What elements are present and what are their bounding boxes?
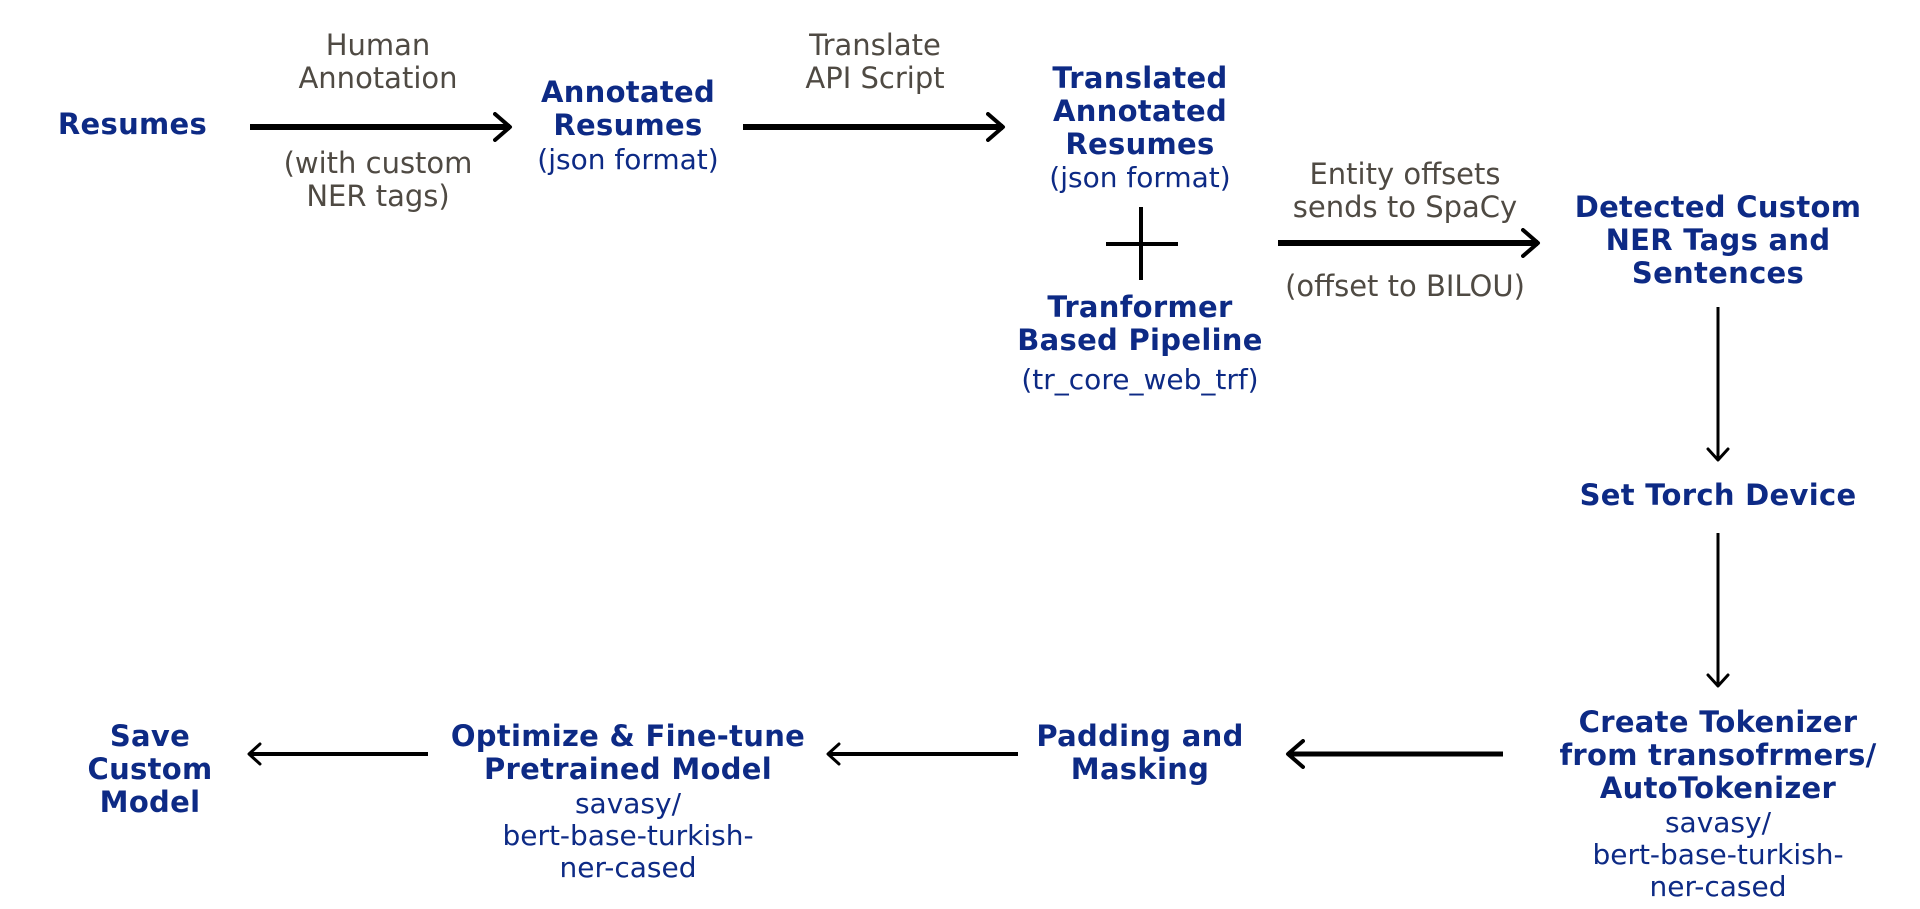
label-line: Resumes [1065,127,1215,162]
label-line: bert-base-turkish- [502,818,754,852]
label-line: Masking [1070,752,1210,787]
label-line: NER Tags and [1605,223,1831,258]
label-line: Custom [87,752,213,787]
label-line: Model [99,785,201,820]
label-line: (json format) [1049,161,1231,194]
label-line: Resumes [57,107,208,141]
label-line: Annotated [1052,94,1228,129]
label-line: Padding and [1036,719,1244,753]
label-line: (offset to BILOU) [1285,269,1525,303]
label-line: AutoTokenizer [1599,771,1837,806]
label-line: Set Torch Device [1579,478,1857,512]
node-create-tokenizer-sub: savasy/bert-base-turkish-ner-cased [1518,807,1918,903]
label-line: Annotation [298,61,458,96]
label-line: (json format) [537,143,719,176]
label-line: savasy/ [1664,806,1772,839]
node-optimize-fine-tune-sub: savasy/bert-base-turkish-ner-cased [418,788,838,884]
node-transformer-pipeline-sub: (tr_core_web_trf) [975,364,1305,396]
plus-connector [1106,207,1178,280]
label-line: Translate [809,28,941,62]
label-line: NER tags) [306,179,450,214]
label-line: Sentences [1631,256,1805,291]
label-line: savasy/ [574,787,682,820]
label-line: Create Tokenizer [1578,705,1858,739]
label-line: Optimize & Fine-tune [450,719,806,753]
label-line: ner-cased [1649,869,1787,903]
label-line: (tr_core_web_trf) [1021,363,1259,396]
label-line: Entity offsets [1309,157,1501,191]
label-line: bert-base-turkish- [1592,837,1844,871]
label-line: Translated [1052,61,1228,95]
annotation-offset-to-bilou: (offset to BILOU) [1255,269,1555,303]
label-line: ner-cased [559,850,697,884]
label-line: Tranformer [1047,290,1233,324]
node-set-torch-device: Set Torch Device [1538,478,1898,512]
node-resumes: Resumes [0,107,265,141]
node-translated-annotated-resumes-sub: (json format) [990,162,1290,194]
label-line: Pretrained Model [483,752,773,787]
label-line: API Script [805,61,945,96]
label-line: Detected Custom [1574,190,1862,224]
label-line: Based Pipeline [1017,323,1263,358]
node-annotated-resumes-sub: (json format) [478,144,778,176]
label-line: (with custom [283,146,473,180]
label-line: from transofrmers/ [1559,738,1877,773]
label-line: sends to SpaCy [1292,190,1518,225]
label-line: Human [325,28,431,62]
label-line: Resumes [553,108,703,143]
label-line: Save [109,719,191,753]
label-line: Annotated [540,75,716,109]
